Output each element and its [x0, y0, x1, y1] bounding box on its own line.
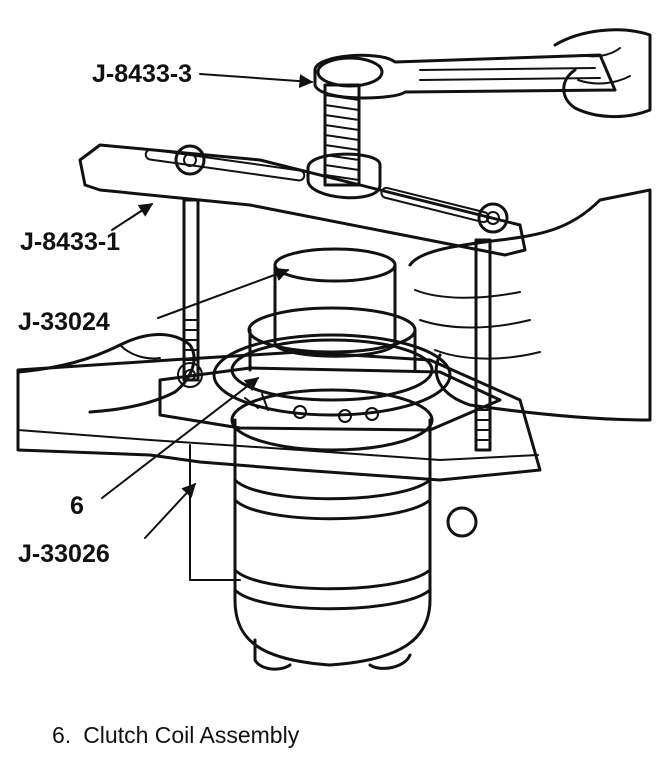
right-hand-lower: [408, 188, 652, 422]
callout-forcing-screw: J-8433-3: [92, 60, 192, 88]
left-hand: [16, 333, 196, 414]
leader-installer: [157, 267, 290, 319]
caption-number: 6.: [52, 722, 72, 748]
figure-caption: 6. Clutch Coil Assembly: [52, 722, 299, 749]
leader-coil: [101, 377, 260, 499]
callout-installer: J-33024: [18, 308, 110, 336]
installer-cylinder: [273, 247, 397, 358]
wrench: [313, 53, 617, 100]
puller-legs: [182, 198, 492, 452]
puller-bar: [78, 143, 527, 257]
compressor-body: [230, 388, 478, 671]
callout-coil-ref: 6: [70, 492, 84, 520]
leader-support: [144, 482, 196, 539]
callout-support: J-33026: [18, 540, 110, 568]
leader-puller-bar: [111, 203, 154, 231]
clutch-coil-ring: [212, 306, 452, 423]
right-hand-top: [553, 28, 652, 119]
leader-lines: [101, 73, 314, 539]
callout-puller-bar: J-8433-1: [20, 228, 120, 256]
leader-forcing-screw: [199, 73, 314, 89]
caption-text: Clutch Coil Assembly: [83, 722, 300, 748]
